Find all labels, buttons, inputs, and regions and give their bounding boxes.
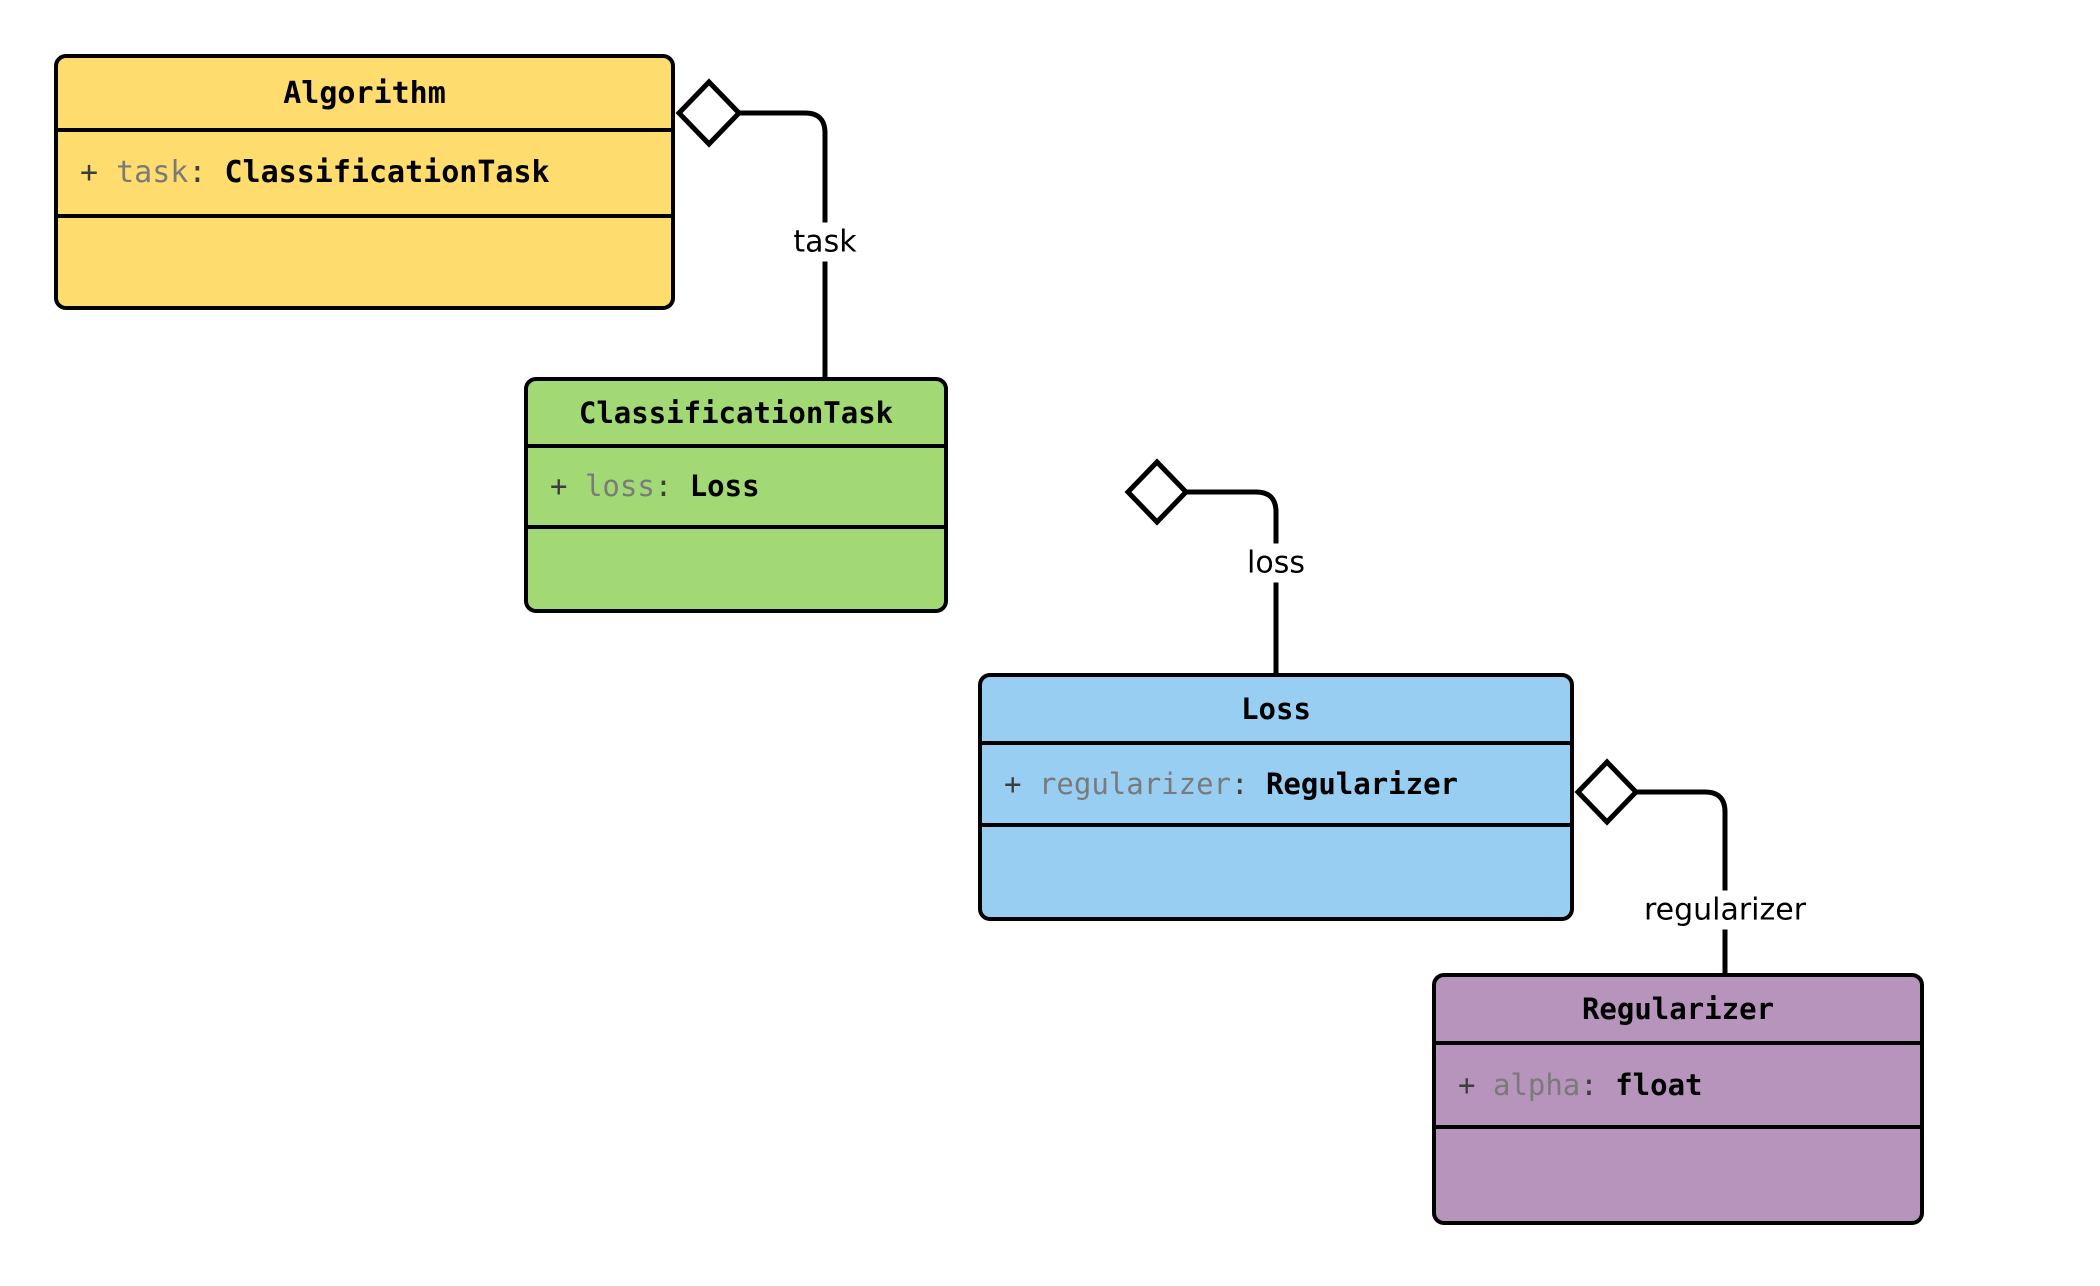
attribute-type: float [1615,1067,1703,1102]
attribute-visibility: + [1004,766,1022,801]
attribute-row: + alpha: float [1458,1067,1920,1103]
attribute-colon: : [1580,1067,1598,1102]
attribute-row: + loss: Loss [550,468,944,504]
attribute-type: Regularizer [1265,766,1458,801]
edge-label-edge-loss-regularizer: regularizer [1637,890,1813,930]
class-name-regularizer: Regularizer [1436,977,1920,1045]
class-methods-loss [982,827,1570,917]
class-methods-regularizer [1436,1129,1920,1221]
class-attributes-classification-task: + loss: Loss [528,448,944,529]
attribute-type: ClassificationTask [224,155,550,191]
uml-class-loss[interactable]: Loss + regularizer: Regularizer [978,673,1574,921]
attribute-name: loss [584,469,655,504]
uml-class-classification-task[interactable]: ClassificationTask + loss: Loss [524,377,948,613]
attribute-name: task [116,155,189,191]
edge-label-edge-algorithm-task: task [787,222,863,262]
class-name-loss: Loss [982,677,1570,745]
class-attributes-algorithm: + task: ClassificationTask [58,132,671,218]
attribute-visibility: + [550,469,568,504]
attribute-visibility: + [1458,1067,1476,1102]
attribute-type: Loss [689,469,760,504]
class-name-algorithm: Algorithm [58,58,671,132]
class-name-classification-task: ClassificationTask [528,381,944,448]
attribute-row: + regularizer: Regularizer [1004,766,1570,802]
connector-edge-loss-regularizer [1636,789,1728,973]
aggregation-diamond-edge-task-loss [1124,458,1190,526]
edge-label-edge-task-loss: loss [1241,543,1311,583]
attribute-name: alpha [1492,1067,1581,1102]
attribute-row: + task: ClassificationTask [80,154,671,192]
uml-class-algorithm[interactable]: Algorithm + task: ClassificationTask [54,54,675,310]
attribute-colon: : [654,469,673,504]
attribute-visibility: + [80,155,99,191]
attribute-colon: : [188,155,207,191]
aggregation-diamond-edge-loss-regularizer [1574,758,1640,826]
uml-class-regularizer[interactable]: Regularizer + alpha: float [1432,973,1924,1225]
class-attributes-loss: + regularizer: Regularizer [982,745,1570,827]
class-methods-classification-task [528,529,944,609]
class-attributes-regularizer: + alpha: float [1436,1045,1920,1129]
attribute-colon: : [1231,766,1249,801]
class-methods-algorithm [58,218,671,306]
aggregation-diamond-edge-algorithm-task [675,78,743,148]
connector-edge-task-loss [1186,489,1279,673]
attribute-name: regularizer [1038,766,1231,801]
